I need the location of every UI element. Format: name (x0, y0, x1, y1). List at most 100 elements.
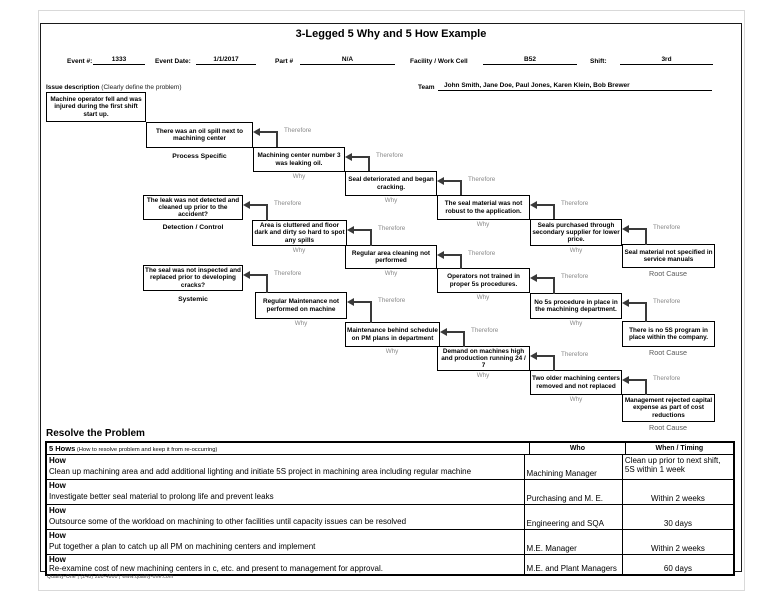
table-row: How Outsource some of the workload on ma… (47, 504, 733, 529)
therefore-arrowhead-icon (440, 328, 447, 336)
how-action: Outsource some of the workload on machin… (49, 517, 407, 526)
therefore-arrow-hline (444, 254, 462, 256)
why-label: Why (384, 197, 398, 204)
event-number-label: Event #: (67, 58, 93, 65)
therefore-arrowhead-icon (622, 299, 629, 307)
who-cell: M.E. and Plant Managers (525, 555, 623, 574)
why-label: Why (476, 221, 490, 228)
page-edge (38, 10, 745, 591)
table-row: How Re-examine cost of new machining cen… (47, 554, 733, 574)
therefore-arrowhead-icon (530, 201, 537, 209)
shift-label: Shift: (590, 58, 607, 65)
who-cell: Engineering and SQA (525, 505, 623, 529)
root-cause-box: Seal material not specified in service m… (622, 244, 715, 268)
why-label: Why (476, 372, 490, 379)
how-action: Put together a plan to catch up all PM o… (49, 542, 316, 551)
therefore-arrow-vline (370, 229, 372, 246)
page-title: 3-Legged 5 Why and 5 How Example (295, 28, 487, 40)
therefore-arrow-hline (447, 331, 465, 333)
why-box: Operators not trained in proper 5s proce… (437, 268, 530, 293)
therefore-arrow-vline (553, 277, 555, 294)
why-box: Regular area cleaning not performed (345, 245, 437, 269)
root-cause-box: There is no 5S program in place within t… (622, 321, 715, 347)
who-column-header: Who (530, 443, 626, 454)
therefore-arrow-vline (553, 204, 555, 219)
therefore-label: Therefore (378, 297, 406, 304)
therefore-arrow-hline (537, 204, 555, 206)
when-cell: Within 2 weeks (651, 544, 705, 553)
why-box: The leak was not detected and cleaned up… (143, 195, 243, 220)
how-label: How (49, 456, 66, 465)
therefore-label: Therefore (376, 152, 404, 159)
when-cell: 60 days (663, 564, 692, 573)
therefore-arrow-vline (645, 379, 647, 395)
therefore-label: Therefore (653, 224, 681, 231)
why-box: Machining center number 3 was leaking oi… (253, 147, 345, 172)
why-box: There was an oil spill next to machining… (146, 122, 253, 148)
therefore-arrowhead-icon (243, 271, 250, 279)
why-label: Why (476, 294, 490, 301)
therefore-arrowhead-icon (243, 201, 250, 209)
therefore-arrowhead-icon (253, 128, 260, 136)
therefore-label: Therefore (471, 327, 499, 334)
why-box: Demand on machines high and production r… (437, 346, 530, 371)
footer-text: Quality-One | (248) 280-4800 | www.quali… (47, 574, 174, 580)
therefore-label: Therefore (561, 200, 589, 207)
why-box: Regular Maintenance not performed on mac… (255, 292, 347, 319)
why-box: Area is cluttered and floor dark and dir… (252, 220, 347, 246)
therefore-arrowhead-icon (345, 153, 352, 161)
leg-name-systemic: Systemic (178, 296, 208, 303)
therefore-label: Therefore (284, 127, 312, 134)
hows-column-header: 5 Hows (How to resolve problem and keep … (47, 443, 531, 454)
why-box: Seal deteriorated and began cracking. (345, 171, 437, 196)
five-hows-table: 5 Hows (How to resolve problem and keep … (45, 441, 735, 576)
therefore-arrow-vline (645, 302, 647, 322)
therefore-arrow-vline (368, 156, 370, 171)
how-label: How (49, 481, 66, 490)
issue-description-box: Machine operator fell and was injured du… (46, 92, 146, 122)
root-cause-label: Root Cause (649, 269, 687, 278)
therefore-arrow-hline (354, 229, 372, 231)
therefore-arrow-vline (460, 254, 462, 269)
why-box: Maintenance behind schedule on PM plans … (345, 322, 440, 347)
table-row: How Clean up machining area and add addi… (47, 454, 733, 479)
why-box: No 5s procedure in place in the machinin… (530, 293, 622, 319)
why-box: The seal was not inspected and replaced … (143, 265, 243, 291)
facility-label: Facility / Work Cell (410, 58, 468, 65)
when-cell: Within 2 weeks (651, 494, 705, 503)
therefore-arrow-vline (370, 301, 372, 323)
therefore-arrow-hline (250, 204, 268, 206)
how-action: Re-examine cost of new machining centers… (49, 564, 383, 573)
table-row: How Put together a plan to catch up all … (47, 529, 733, 554)
therefore-label: Therefore (653, 375, 681, 382)
therefore-arrow-vline (276, 131, 278, 147)
table-row: How Investigate better seal material to … (47, 479, 733, 504)
root-cause-box: Management rejected capital expense as p… (622, 394, 715, 422)
therefore-arrowhead-icon (347, 226, 354, 234)
team-label: Team (418, 84, 435, 91)
therefore-arrow-hline (444, 180, 462, 182)
therefore-arrowhead-icon (530, 352, 537, 360)
facility-value: B52 (483, 56, 577, 65)
leg-name-process-specific: Process Specific (172, 153, 227, 160)
root-cause-label: Root Cause (649, 423, 687, 432)
therefore-arrowhead-icon (622, 225, 629, 233)
event-date-value: 1/1/2017 (196, 56, 256, 65)
leg-name-detection-control: Detection / Control (162, 224, 224, 231)
therefore-arrowhead-icon (622, 376, 629, 384)
how-action: Investigate better seal material to prol… (49, 492, 274, 501)
therefore-arrowhead-icon (437, 251, 444, 259)
issue-description-label-text: Issue description (46, 84, 100, 91)
therefore-label: Therefore (274, 200, 302, 207)
why-label: Why (569, 396, 583, 403)
why-label: Why (569, 320, 583, 327)
part-number-value: N/A (300, 56, 395, 65)
why-label: Why (292, 247, 306, 254)
therefore-arrow-hline (629, 228, 647, 230)
how-label: How (49, 506, 66, 515)
therefore-label: Therefore (468, 250, 496, 257)
why-box: Seals purchased through secondary suppli… (530, 219, 622, 246)
therefore-arrowhead-icon (437, 177, 444, 185)
therefore-label: Therefore (653, 298, 681, 305)
